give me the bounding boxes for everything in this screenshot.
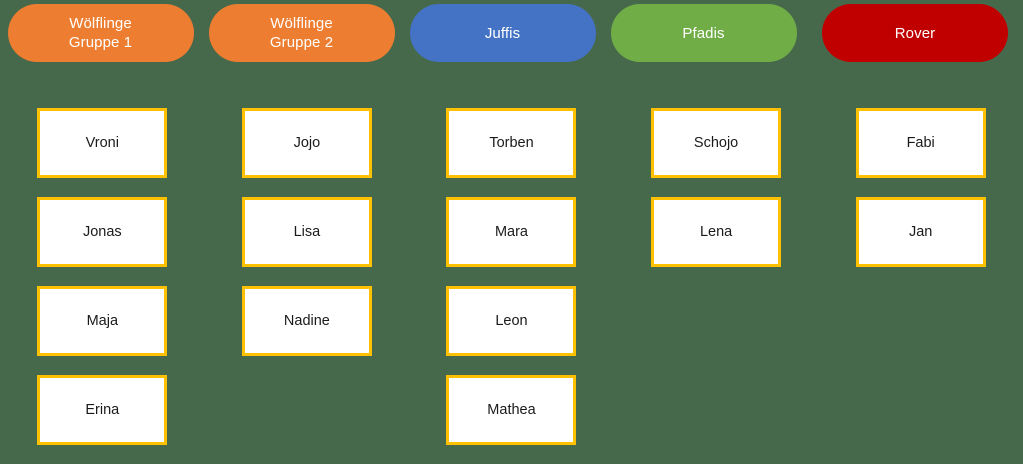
group-pill-label-line-1: Wölflinge [69,15,132,32]
group-pill-label-line-2: Gruppe 2 [269,34,334,51]
group-pill-rover[interactable]: Rover [822,4,1008,62]
member-card[interactable]: Vroni [37,108,168,178]
member-name: Vroni [85,135,119,151]
member-name: Jan [908,224,933,240]
member-name: Fabi [906,135,935,151]
member-name: Lisa [293,224,321,240]
member-name: Schojo [693,135,739,151]
member-name: Maja [86,313,119,329]
group-pill-slot-4: Pfadis [603,4,804,62]
member-name: Jojo [293,135,321,151]
group-pill-label-line-1: Wölflinge [270,15,333,32]
member-card[interactable]: Jojo [241,108,372,178]
member-name: Erina [85,402,120,418]
group-pill-label-line-1: Pfadis [682,24,725,42]
group-pill-slot-1: Wölflinge Gruppe 1 [0,4,201,62]
member-name: Jonas [82,224,122,240]
member-name: Leon [495,313,528,329]
group-pill-slot-5: Rover [804,4,1023,62]
member-card[interactable]: Torben [446,108,577,178]
member-name: Lena [699,224,733,240]
member-card[interactable]: Maja [37,286,168,356]
member-card[interactable]: Fabi [855,108,986,178]
member-card[interactable]: Mathea [446,375,577,445]
group-pill-woelflinge-gruppe-2[interactable]: Wölflinge Gruppe 2 [208,4,395,62]
group-pill-woelflinge-gruppe-1[interactable]: Wölflinge Gruppe 1 [7,4,194,62]
group-assignment-board: Wölflinge Gruppe 1 Wölflinge Gruppe 2 Ju… [0,4,1023,445]
group-pill-pfadis[interactable]: Pfadis [610,4,797,62]
member-card[interactable]: Jan [855,197,986,267]
member-card[interactable]: Erina [37,375,168,445]
member-card[interactable]: Lena [651,197,782,267]
member-name: Torben [489,135,534,151]
member-name: Nadine [283,313,330,329]
group-pill-slot-2: Wölflinge Gruppe 2 [201,4,402,62]
member-card[interactable]: Nadine [241,286,372,356]
group-pill-label-line-1: Rover [894,24,936,42]
group-pill-label-line-2: Gruppe 1 [68,34,133,51]
group-header-row: Wölflinge Gruppe 1 Wölflinge Gruppe 2 Ju… [0,4,1023,62]
group-pill-juffis[interactable]: Juffis [409,4,596,62]
member-card[interactable]: Leon [446,286,577,356]
member-card[interactable]: Mara [446,197,577,267]
member-name: Mathea [487,402,536,418]
group-pill-slot-3: Juffis [402,4,603,62]
group-pill-label-line-1: Juffis [484,24,521,42]
member-card[interactable]: Schojo [651,108,782,178]
member-card[interactable]: Jonas [37,197,168,267]
member-card[interactable]: Lisa [241,197,372,267]
member-name: Mara [494,224,528,240]
